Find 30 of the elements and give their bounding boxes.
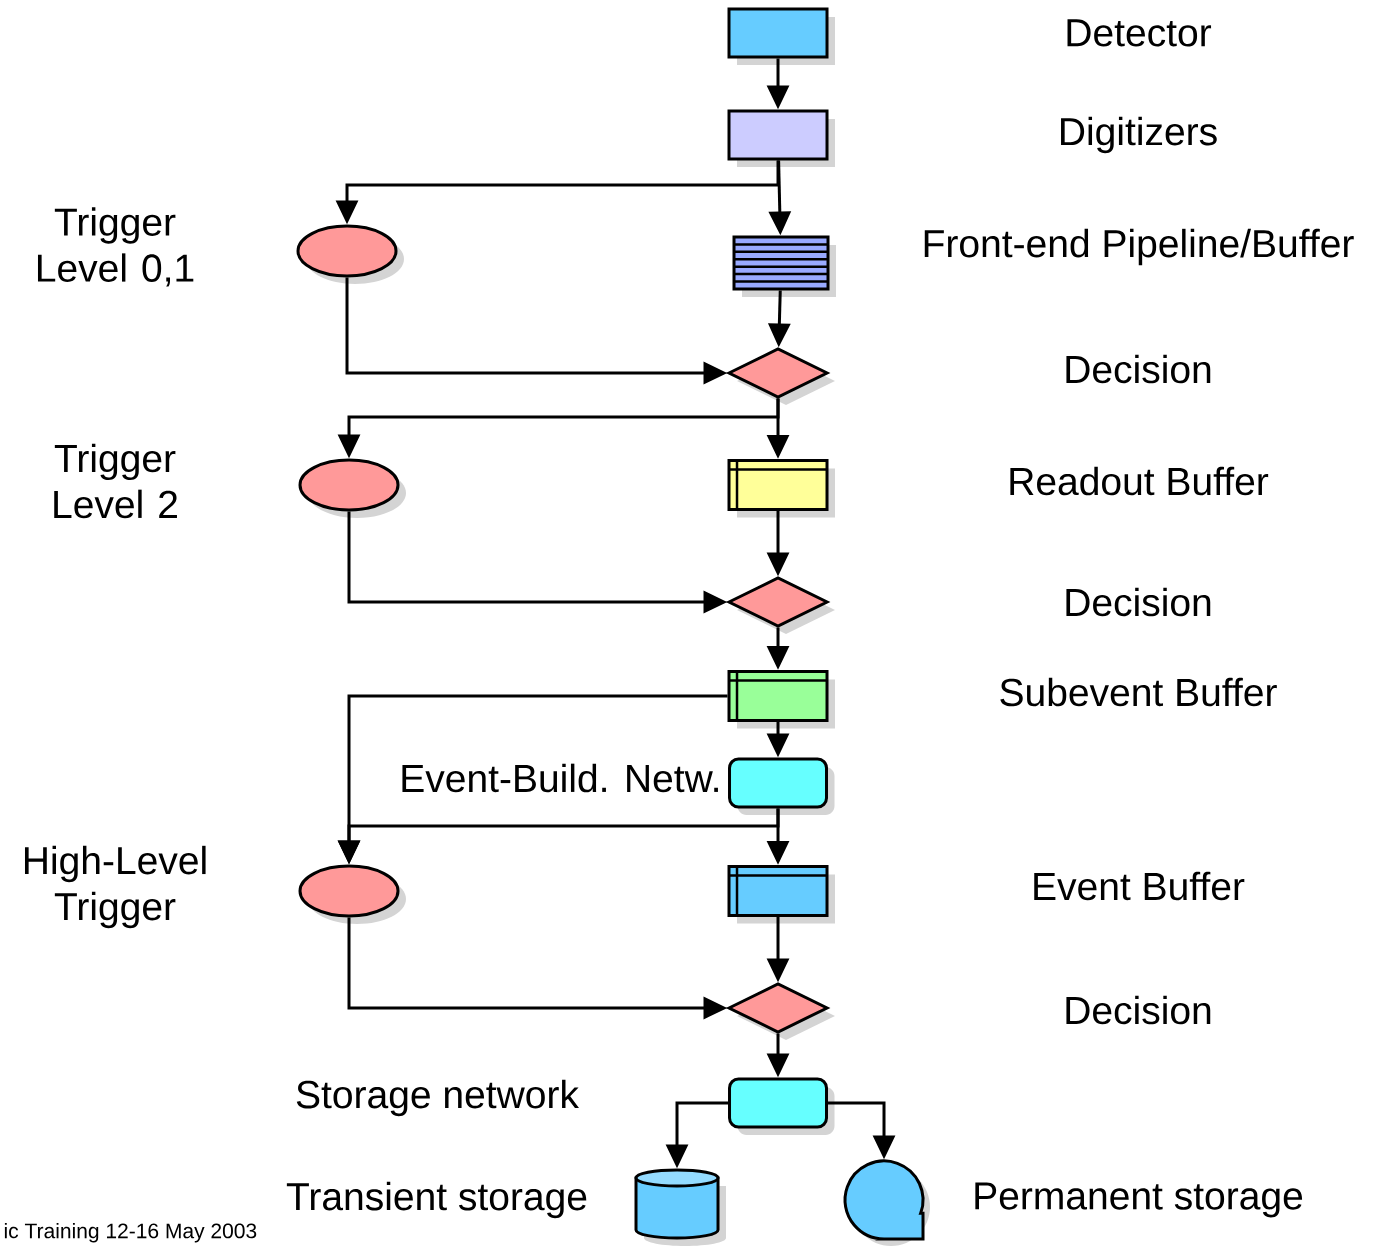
stage-label: Detector [1067, 19, 1212, 47]
node-label: Transient storage [286, 1181, 587, 1219]
tape-symbol [843, 1159, 930, 1246]
process-box [728, 757, 835, 815]
process-box [727, 7, 835, 65]
trigger-ellipse [298, 864, 406, 924]
node-label: Permanent storage [975, 1182, 1303, 1218]
storage-cylinder [634, 1168, 726, 1246]
footer-note: ic Training 12-16 May 2003 [4, 1222, 257, 1243]
stage-label: Readout Buffer [1010, 466, 1269, 496]
trigger-ellipse [296, 224, 404, 284]
stage-label: Digitizers [1061, 116, 1217, 154]
process-box [727, 865, 835, 924]
trigger-ellipse [298, 458, 406, 518]
stage-label: Subevent Buffer [1000, 677, 1277, 707]
process-box [727, 459, 835, 518]
node-label: High-Level Trigger [25, 845, 206, 929]
stage-label: Decision [1066, 587, 1211, 617]
process-box [728, 1077, 835, 1135]
node-label: Trigger Level 0,1 [38, 207, 194, 287]
stage-label: Event Buffer [1034, 871, 1245, 901]
node-label: Trigger Level 2 [54, 443, 177, 519]
process-box [732, 235, 836, 297]
stage-label: Decision [1066, 354, 1211, 384]
process-box [727, 670, 835, 729]
process-box [727, 109, 835, 167]
stage-label: Decision [1066, 995, 1211, 1025]
node-label: Event-Build. Netw. [402, 763, 718, 793]
stage-label: Storage network [296, 1079, 579, 1117]
node-label: Front-end Pipeline/Buffer [924, 228, 1354, 266]
